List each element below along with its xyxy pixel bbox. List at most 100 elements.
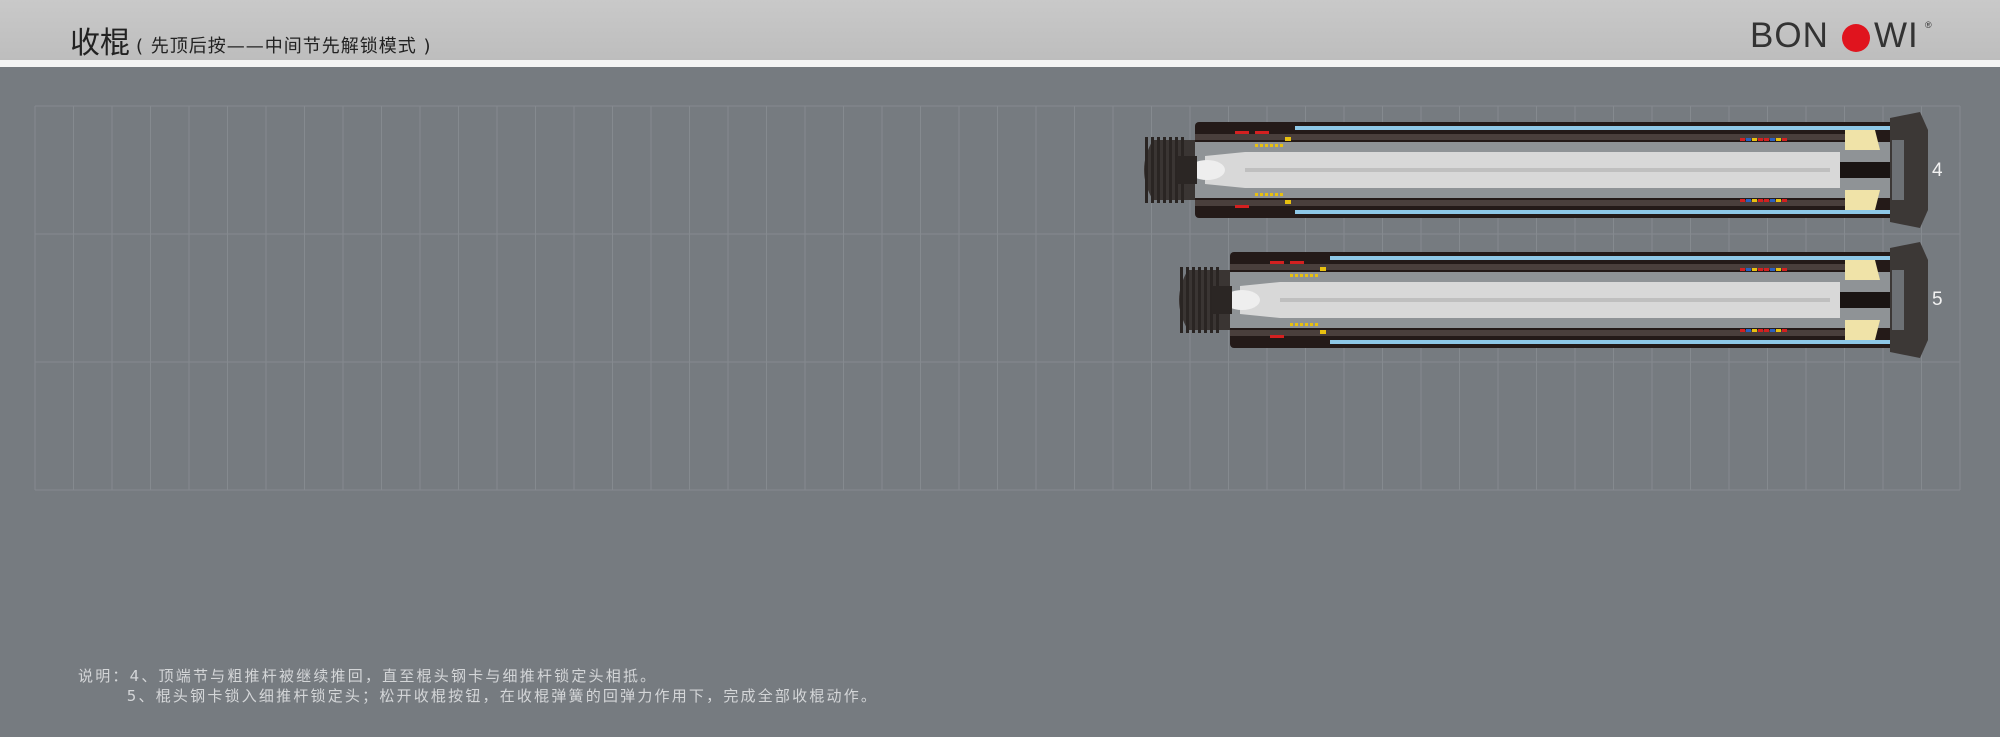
- thin-push-rod: [1245, 168, 1830, 172]
- knurl-rib: [1145, 137, 1148, 203]
- spring-dot: [1270, 193, 1273, 196]
- tail-block: [1177, 156, 1197, 184]
- knurl-rib: [1163, 137, 1166, 203]
- note-line-1: 说明：4、顶端节与粗推杆被继续推回，直至棍头钢卡与细推杆锁定头相抵。: [78, 667, 658, 685]
- inner-tube-top: [1195, 134, 1860, 140]
- knurl-rib: [1198, 267, 1201, 333]
- blue-tube-bottom: [1295, 210, 1910, 214]
- spring-dot: [1270, 144, 1273, 147]
- spring-dot: [1300, 274, 1303, 277]
- spring-dot: [1290, 274, 1293, 277]
- segment-marker: [1776, 199, 1781, 202]
- rod-tip: [1189, 160, 1225, 180]
- knurl-rib: [1180, 267, 1183, 333]
- logo-registered-mark: ®: [1925, 20, 1933, 30]
- segment-marker: [1776, 329, 1781, 332]
- blue-tube-top: [1330, 256, 1910, 260]
- knurl-rib: [1204, 267, 1207, 333]
- spring-dot: [1275, 144, 1278, 147]
- spring-dot: [1275, 193, 1278, 196]
- red-marker: [1270, 261, 1284, 264]
- thin-push-rod: [1280, 298, 1830, 302]
- tail-block: [1212, 286, 1232, 314]
- knurl-rib: [1169, 137, 1172, 203]
- segment-marker: [1746, 138, 1751, 141]
- spring-dot: [1300, 323, 1303, 326]
- logo-red-dot: [1842, 24, 1870, 52]
- steel-clip-bottom: [1845, 320, 1880, 340]
- segment-marker: [1782, 138, 1787, 141]
- knurl-rib: [1151, 137, 1154, 203]
- steel-clip-top: [1845, 130, 1880, 150]
- segment-marker: [1764, 268, 1769, 271]
- logo-text-right: WI: [1874, 16, 1919, 55]
- header-divider: [0, 60, 2000, 67]
- baton-stage-5: [1179, 242, 1928, 358]
- stage-label-5: 5: [1932, 289, 1943, 310]
- segment-marker: [1740, 199, 1745, 202]
- segment-marker: [1740, 329, 1745, 332]
- header-bar: [0, 0, 2000, 60]
- spring-dot: [1295, 274, 1298, 277]
- knurl-rib: [1157, 137, 1160, 203]
- blue-tube-bottom: [1330, 340, 1910, 344]
- steel-clip-bottom: [1845, 190, 1880, 210]
- segment-marker: [1752, 199, 1757, 202]
- segment-marker: [1746, 329, 1751, 332]
- lock-head: [1840, 292, 1890, 308]
- lock-head: [1840, 162, 1890, 178]
- spring-dot: [1305, 323, 1308, 326]
- knurl-rib: [1186, 267, 1189, 333]
- spring-dot: [1315, 323, 1318, 326]
- segment-marker: [1770, 199, 1775, 202]
- head-window: [1892, 270, 1904, 330]
- inner-tube-bottom: [1230, 330, 1860, 336]
- segment-marker: [1764, 329, 1769, 332]
- red-marker: [1255, 131, 1269, 134]
- segment-marker: [1740, 138, 1745, 141]
- spring-dot: [1255, 193, 1258, 196]
- spring-dot: [1310, 323, 1313, 326]
- red-marker: [1235, 131, 1249, 134]
- spring-dot: [1305, 274, 1308, 277]
- segment-marker: [1758, 138, 1763, 141]
- inner-tube-top: [1230, 264, 1860, 270]
- spring-dot: [1265, 193, 1268, 196]
- spring-dot: [1260, 193, 1263, 196]
- red-marker: [1270, 335, 1284, 338]
- segment-marker: [1776, 268, 1781, 271]
- yellow-marker: [1320, 330, 1326, 334]
- spring-dot: [1260, 144, 1263, 147]
- segment-marker: [1770, 268, 1775, 271]
- yellow-marker: [1320, 267, 1326, 271]
- segment-marker: [1746, 268, 1751, 271]
- steel-clip-top: [1845, 260, 1880, 280]
- segment-marker: [1764, 199, 1769, 202]
- segment-marker: [1770, 329, 1775, 332]
- logo-text-left: BON: [1750, 16, 1829, 55]
- yellow-marker: [1285, 137, 1291, 141]
- spring-dot: [1280, 144, 1283, 147]
- note-line-2: 5、棍头钢卡锁入细推杆锁定头；松开收棍按钮，在收棍弹簧的回弹力作用下，完成全部收…: [78, 687, 879, 705]
- segment-marker: [1752, 138, 1757, 141]
- segment-marker: [1782, 268, 1787, 271]
- segment-marker: [1752, 329, 1757, 332]
- head-window: [1892, 140, 1904, 200]
- inner-tube-bottom: [1195, 200, 1860, 206]
- rod-tip: [1224, 290, 1260, 310]
- spring-dot: [1280, 193, 1283, 196]
- page-title: 收棍: [70, 26, 130, 61]
- segment-marker: [1782, 199, 1787, 202]
- page-subtitle: ( 先顶后按——中间节先解锁模式 ): [136, 36, 432, 57]
- segment-marker: [1752, 268, 1757, 271]
- knurl-rib: [1210, 267, 1213, 333]
- spring-dot: [1255, 144, 1258, 147]
- spring-dot: [1295, 323, 1298, 326]
- segment-marker: [1770, 138, 1775, 141]
- segment-marker: [1764, 138, 1769, 141]
- yellow-marker: [1285, 200, 1291, 204]
- segment-marker: [1782, 329, 1787, 332]
- segment-marker: [1758, 329, 1763, 332]
- segment-marker: [1758, 199, 1763, 202]
- red-marker: [1235, 205, 1249, 208]
